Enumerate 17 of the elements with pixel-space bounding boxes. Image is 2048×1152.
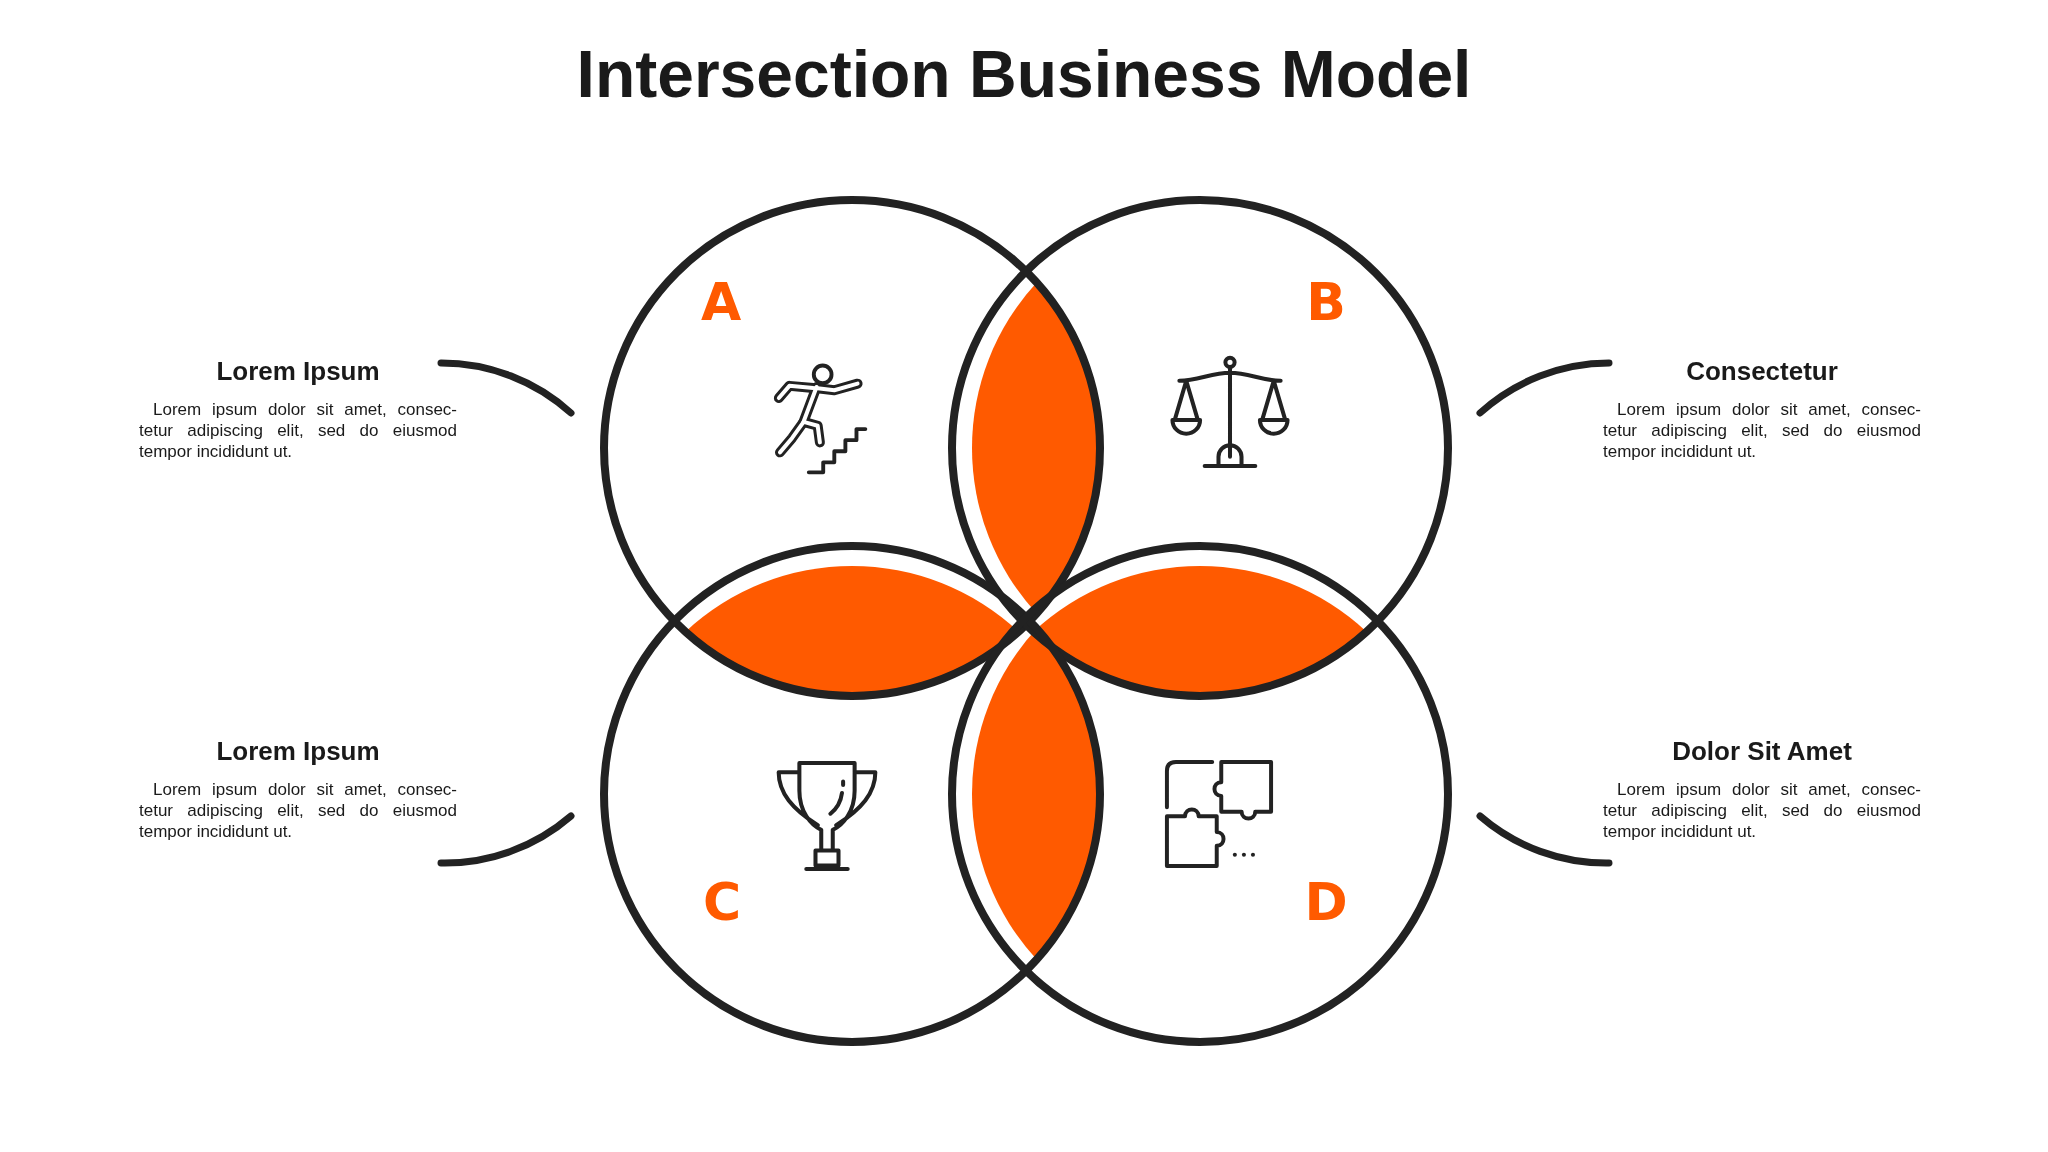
circle-letter: D <box>1304 876 1348 928</box>
circle-letter: A <box>700 276 742 328</box>
venn-circle <box>948 196 1452 700</box>
venn-circle <box>600 196 1104 700</box>
circle-letter: C <box>702 876 742 928</box>
heading: Dolor Sit Amet <box>1672 735 1852 767</box>
heading: Lorem Ipsum <box>216 355 380 387</box>
description: Lorem ipsum dolor sit amet, consec- tetur adipiscing elit, sed do eiusmod tempor incididunt ut. <box>1603 399 1921 462</box>
venn-circle <box>948 542 1452 1046</box>
heading: Consectetur <box>1686 355 1838 387</box>
description: Lorem ipsum dolor sit amet, consec- tetur adipiscing elit, sed do eiusmod tempor incididunt ut. <box>1603 779 1921 842</box>
circle-letter: B <box>1306 276 1346 328</box>
heading: Lorem Ipsum <box>216 735 380 767</box>
venn-circle <box>600 542 1104 1046</box>
description: Lorem ipsum dolor sit amet, consec- tetur adipiscing elit, sed do eiusmod tempor incididunt ut. <box>139 399 457 462</box>
title: Intersection Business Model <box>576 36 1472 113</box>
description: Lorem ipsum dolor sit amet, consec- tetur adipiscing elit, sed do eiusmod tempor incididunt ut. <box>139 779 457 842</box>
